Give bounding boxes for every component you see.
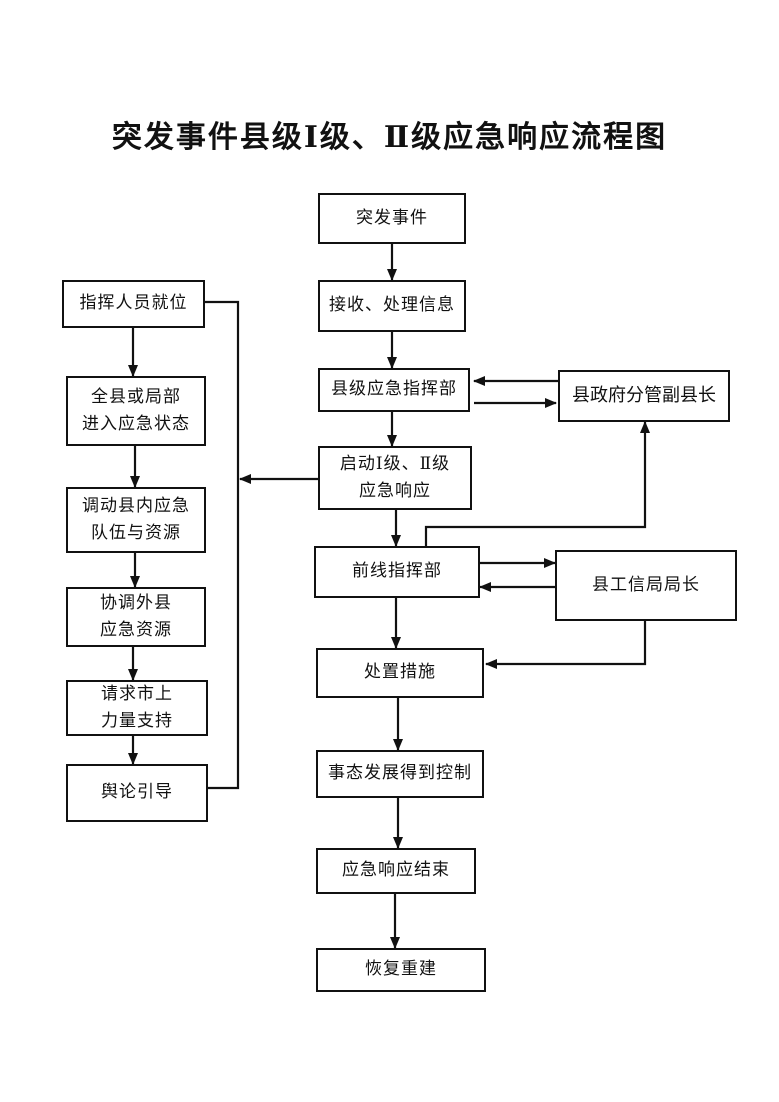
commanders-box: 指挥人员就位 <box>62 280 205 328</box>
controlled-box: 事态发展得到控制 <box>316 750 484 798</box>
controlled-label: 事态发展得到控制 <box>328 763 472 784</box>
receive-box: 接收、处理信息 <box>318 280 466 332</box>
public-opinion-label: 舆论引导 <box>101 782 173 803</box>
request-support-label: 请求市上 力量支持 <box>101 683 173 731</box>
mobilize-box: 调动县内应急 队伍与资源 <box>66 487 206 553</box>
response-end-box: 应急响应结束 <box>316 848 476 894</box>
county-command-label: 县级应急指挥部 <box>331 379 457 400</box>
mobilize-label: 调动县内应急 队伍与资源 <box>82 495 190 543</box>
receive-label: 接收、处理信息 <box>329 295 455 316</box>
deputy-head-label: 县政府分管副县长 <box>572 384 716 406</box>
measures-box: 处置措施 <box>316 648 484 698</box>
bureau-chief-label: 县工信局局长 <box>592 574 700 595</box>
commanders-label: 指挥人员就位 <box>79 293 188 314</box>
request-support-box: 请求市上 力量支持 <box>66 680 208 736</box>
coordinate-label: 协调外县 应急资源 <box>100 592 172 640</box>
page-title: 突发事件县级Ⅰ级、Ⅱ级应急响应流程图 <box>111 120 668 155</box>
emergency-state-label: 全县或局部 进入应急状态 <box>82 386 190 434</box>
arrow-bureau-to-measures <box>485 621 647 669</box>
county-command-box: 县级应急指挥部 <box>318 368 470 412</box>
response-end-label: 应急响应结束 <box>342 860 450 881</box>
frontline-command-box: 前线指挥部 <box>314 546 480 598</box>
public-opinion-box: 舆论引导 <box>66 764 208 822</box>
bureau-chief-box: 县工信局局长 <box>555 550 737 621</box>
frontline-command-label: 前线指挥部 <box>352 561 442 582</box>
recovery-label: 恢复重建 <box>365 959 437 980</box>
activate-response-box: 启动Ⅰ级、Ⅱ级 应急响应 <box>318 446 472 510</box>
recovery-box: 恢复重建 <box>316 948 486 992</box>
coordinate-box: 协调外县 应急资源 <box>66 587 206 647</box>
activate-response-label: 启动Ⅰ级、Ⅱ级 应急响应 <box>339 453 451 501</box>
deputy-head-box: 县政府分管副县长 <box>558 370 730 422</box>
emergency-state-box: 全县或局部 进入应急状态 <box>66 376 206 446</box>
event-box: 突发事件 <box>318 193 466 244</box>
event-label: 突发事件 <box>356 207 428 228</box>
arrow-activate-to-deputy <box>424 421 650 546</box>
measures-label: 处置措施 <box>364 662 436 683</box>
left-bracket-line <box>205 300 240 790</box>
